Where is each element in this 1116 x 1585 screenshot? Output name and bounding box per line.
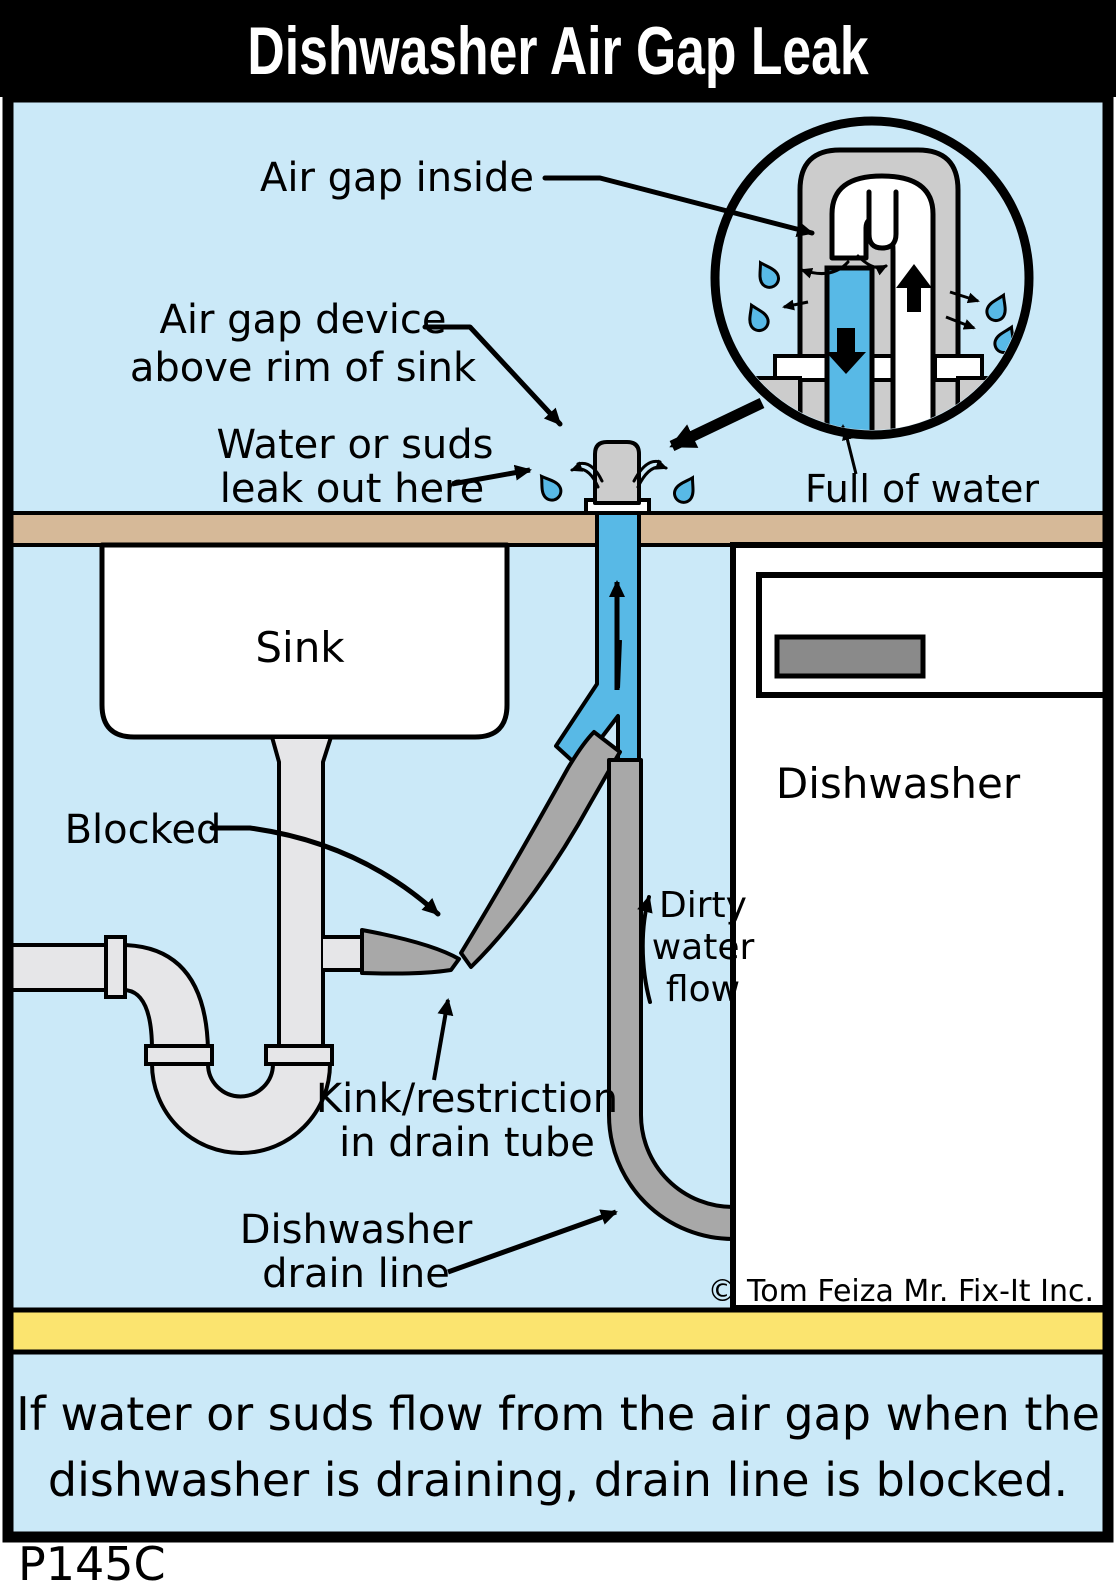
inset-pointer-arrow [669, 398, 765, 451]
diagram-border [2, 91, 1114, 1543]
caption-line-1: If water or suds flow from the air gap w… [16, 1387, 1100, 1441]
sink-basin [99, 542, 510, 740]
trap-u-bend [150, 1062, 332, 1155]
dishwasher-label: Dishwasher [776, 759, 1021, 808]
copyright: © Tom Feiza Mr. Fix-It Inc. [707, 1274, 1094, 1309]
air-gap-device-label-2: above rim of sink [130, 345, 477, 391]
wall-drain-pipe [4, 943, 110, 992]
kink-label-1: Kink/restriction [316, 1076, 618, 1122]
sink-tailpiece [270, 735, 333, 1055]
blocked-label: Blocked [65, 807, 222, 853]
air-gap-inside-arrow [542, 175, 815, 237]
air-gap-device [593, 440, 641, 505]
kinked-tube-lower [360, 928, 461, 976]
dishwasher-handle [774, 634, 926, 679]
kink-label-2: in drain tube [339, 1120, 595, 1166]
full-of-water-label: Full of water [805, 467, 1039, 511]
inset-spout [866, 189, 899, 251]
inset-leak-arrow-left [782, 299, 809, 311]
air-gap-device-arrow [422, 324, 563, 427]
inset-circle-border [710, 116, 1034, 440]
kinked-tube-upper [459, 730, 622, 969]
page-title: Dishwasher Air Gap Leak [247, 12, 869, 89]
drain-line-label-1: Dishwasher [240, 1207, 473, 1253]
pipe-coupling [104, 935, 127, 999]
drain-tube-group [360, 511, 739, 1241]
title-bar [0, 0, 1116, 97]
air-gap-device-group [532, 440, 702, 515]
page-code: P145C [18, 1537, 166, 1585]
dirty-water-label-2: water [652, 927, 755, 968]
lower-labels: Blocked Dirty water flow Kink/restrictio… [65, 807, 755, 1297]
inset-gap-arrow-left [800, 260, 850, 279]
drain-line-arrow [447, 1209, 618, 1275]
spray-right-outer [636, 459, 668, 489]
branch-stub [323, 935, 365, 972]
water-suds-arrow [451, 464, 532, 487]
spray-right-inner [632, 459, 662, 483]
inset-up-arrow [896, 264, 932, 312]
water-suds-label-1: Water or suds [216, 422, 493, 468]
inset-leak-arrow-right1 [949, 290, 980, 304]
sink-label: Sink [255, 623, 345, 672]
dirty-water-arrow [637, 895, 653, 1004]
caption-line-2: dishwasher is draining, drain line is bl… [48, 1453, 1068, 1507]
inset-gap-arrow-right [856, 254, 888, 276]
dishwasher-group: Dishwasher © Tom Feiza Mr. Fix-It Inc. [707, 542, 1111, 1311]
slip-nut-left [144, 1044, 214, 1066]
drain-line-label-2: drain line [262, 1251, 450, 1297]
full-of-water-arrow [842, 428, 858, 475]
inset-down-arrow [826, 328, 866, 374]
kink-arrow [432, 998, 454, 1081]
spray-left-inner [576, 461, 604, 483]
upper-labels: Air gap inside Air gap device above rim … [130, 155, 815, 512]
spray-left-outer [570, 461, 600, 489]
air-gap-device-label-1: Air gap device [159, 297, 446, 343]
standpipe-water [554, 511, 641, 769]
p-trap-group [4, 935, 365, 1155]
water-suds-label-2: leak out here [220, 466, 484, 512]
floor-strip [5, 1307, 1111, 1355]
dirty-water-label-1: Dirty [659, 885, 747, 926]
dirty-water-label-3: flow [666, 969, 740, 1010]
inset-leak-arrow-right2 [945, 315, 976, 330]
inset-circle-group: Full of water [669, 116, 1039, 511]
slip-nut-right [264, 1044, 334, 1066]
blocked-arrow [209, 825, 441, 917]
air-gap-inside-label: Air gap inside [260, 155, 534, 201]
inset-plate-mid [870, 354, 895, 382]
countertop [6, 511, 1110, 547]
